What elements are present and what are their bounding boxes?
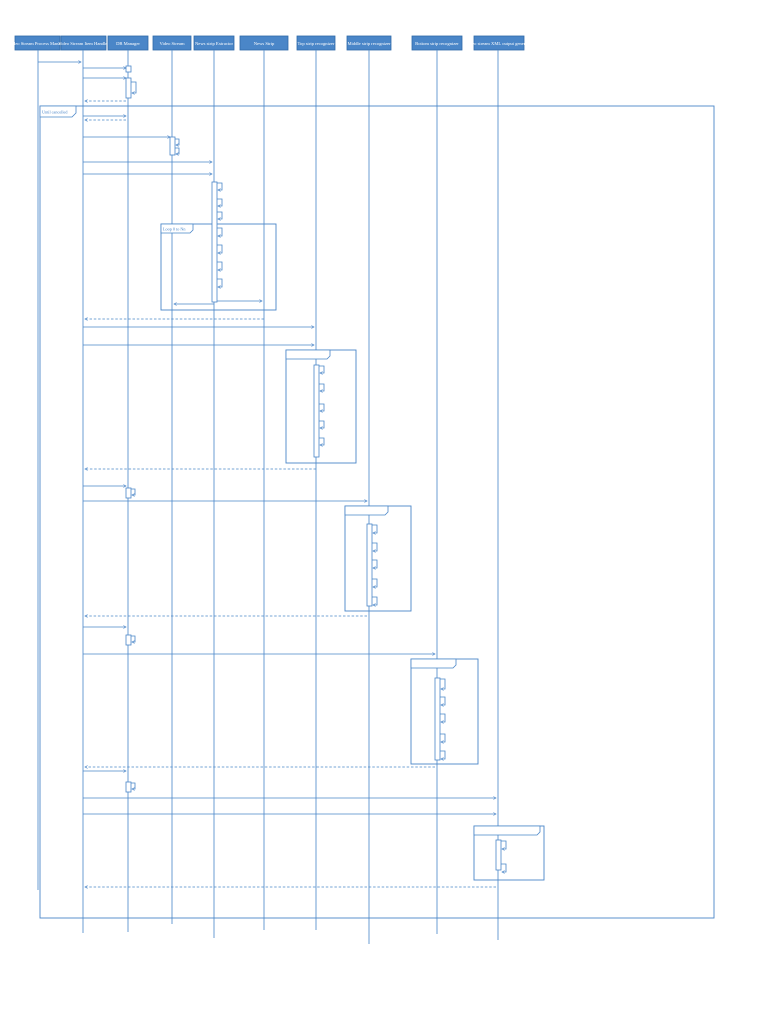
svg-text:DB Manager: DB Manager — [116, 41, 140, 46]
message-m35 — [372, 559, 378, 568]
message-m16 — [217, 227, 223, 236]
activation-bar — [211, 181, 218, 303]
svg-text:News Strip: News Strip — [254, 41, 275, 46]
message-m36 — [372, 578, 378, 587]
activation-bar — [125, 634, 132, 646]
activation-bar — [125, 77, 132, 99]
message-m53 — [501, 863, 507, 872]
lifeline-header-9: Video stream XML output generator — [466, 35, 533, 51]
activation-bar — [434, 677, 441, 761]
svg-text:Top strip recognizer: Top strip recognizer — [298, 41, 335, 46]
message-m14 — [217, 198, 223, 206]
lifeline-header-4: News strip Extractor — [193, 35, 235, 51]
message-m46 — [440, 750, 446, 759]
fragment-until-cancelled: Until cancelled — [39, 105, 715, 919]
message-m10 — [175, 147, 180, 154]
lifeline-header-2: DB Manager — [107, 35, 149, 51]
activation-bar — [125, 781, 132, 793]
lifeline-header-7: Middle strip recognizer — [346, 35, 392, 51]
fragment-bottom-recognizer — [410, 658, 479, 765]
lifeline-header-8: Bottom strip recognizer — [411, 35, 463, 51]
activation-bar — [313, 364, 320, 458]
message-m52 — [501, 840, 507, 849]
fragment-loop: Loop 0 to Nn — [160, 223, 277, 311]
lifeline-header-3: Video Stream — [152, 35, 192, 51]
activation-bar — [169, 136, 176, 156]
message-m43 — [440, 696, 446, 705]
svg-text:Video stream XML output genera: Video stream XML output generator — [466, 41, 533, 46]
message-m40 — [131, 635, 136, 642]
activation-bar — [495, 839, 502, 871]
lifeline-header-6: Top strip recognizer — [296, 35, 336, 51]
fragment-top-recognizer — [285, 349, 357, 464]
message-m37 — [372, 596, 378, 605]
svg-text:Video Stream: Video Stream — [159, 41, 185, 46]
message-m28 — [319, 437, 325, 445]
message-m44 — [440, 713, 446, 722]
lifeline-header-0: Video Stream Process Manager — [9, 35, 67, 51]
message-m9 — [175, 138, 180, 145]
message-m49 — [131, 782, 136, 789]
lifeline-header-5: News Strip — [239, 35, 289, 51]
message-m26 — [319, 403, 325, 411]
message-m20 — [174, 301, 262, 304]
svg-text:Loop 0 to Nn: Loop 0 to Nn — [163, 227, 186, 232]
fragment-xml-generator — [473, 825, 545, 881]
message-m4 — [131, 81, 137, 93]
message-m24 — [319, 365, 325, 373]
activation-bar — [125, 65, 132, 73]
lifeline-header-1: Video Stream Item Handler — [58, 35, 109, 51]
svg-text:News strip Extractor: News strip Extractor — [195, 41, 233, 46]
message-m27 — [319, 420, 325, 428]
activation-bar — [125, 487, 132, 499]
message-m19 — [217, 278, 223, 287]
fragment-middle-recognizer — [344, 505, 412, 612]
message-m34 — [372, 542, 378, 551]
message-m45 — [440, 733, 446, 742]
message-m15 — [217, 211, 223, 219]
svg-text:Middle strip recognizer: Middle strip recognizer — [347, 41, 391, 46]
message-m18 — [217, 261, 223, 270]
message-m42 — [440, 678, 446, 689]
svg-text:Bottom strip recognizer: Bottom strip recognizer — [415, 41, 459, 46]
message-m13 — [217, 182, 223, 190]
svg-text:Until cancelled: Until cancelled — [42, 110, 68, 115]
message-m25 — [319, 383, 325, 391]
message-m17 — [217, 244, 223, 253]
message-m31 — [131, 488, 136, 495]
message-m33 — [372, 524, 378, 533]
svg-text:Video Stream Item Handler: Video Stream Item Handler — [58, 41, 109, 46]
svg-text:Video Stream Process Manager: Video Stream Process Manager — [9, 41, 67, 46]
activation-bar — [366, 523, 373, 607]
